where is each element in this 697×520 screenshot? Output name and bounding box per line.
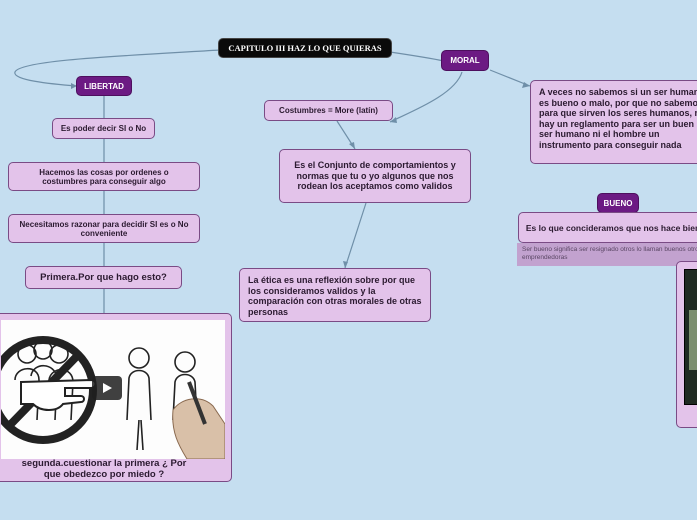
bueno-note-text: Ser bueno significa ser resignado otros … [522, 246, 697, 261]
libertad-label-node[interactable]: LIBERTAD [76, 76, 132, 96]
libertad-item-3-text: Necesitamos razonar para decidir SI es o… [19, 219, 189, 238]
bueno-definition-node[interactable]: Es lo que concideramos que nos hace bien [518, 212, 697, 243]
costumbres-text: Costumbres = More (latín) [279, 106, 378, 115]
video-caption-text: segunda.cuestionar la primera ¿ Por que … [21, 458, 187, 480]
conjunto-node[interactable]: Es el Conjunto de comportamientos y norm… [279, 149, 471, 203]
etica-text: La ética es una reflexión sobre por que … [248, 275, 422, 317]
libertad-item-2[interactable]: Hacemos las cosas por ordenes o costumbr… [8, 162, 200, 191]
play-button-icon[interactable] [92, 376, 122, 400]
video-caption: segunda.cuestionar la primera ¿ Por que … [19, 456, 189, 482]
libertad-item-2-text: Hacemos las cosas por ordenes o costumbr… [39, 167, 169, 186]
libertad-item-1-text: Es poder decir SI o No [60, 124, 147, 133]
play-triangle-icon [103, 383, 112, 393]
root-title: CAPITULO III HAZ LO QUE QUIERAS [228, 43, 382, 53]
libertad-item-3[interactable]: Necesitamos razonar para decidir SI es o… [8, 214, 200, 243]
bueno-note: Ser bueno significa ser resignado otros … [517, 243, 697, 266]
bueno-label: BUENO [603, 198, 633, 208]
moral-label: MORAL [450, 56, 480, 65]
libertad-item-4-text: Primera.Por que hago esto? [40, 272, 167, 283]
a-veces-text: A veces no sabemos si un ser humano es b… [539, 87, 697, 150]
libertad-item-1[interactable]: Es poder decir SI o No [52, 118, 155, 139]
image-content [689, 310, 697, 370]
moral-label-node[interactable]: MORAL [441, 50, 489, 71]
etica-node[interactable]: La ética es una reflexión sobre por que … [239, 268, 431, 322]
link-moral-aveces [489, 69, 531, 87]
libertad-item-4[interactable]: Primera.Por que hago esto? [25, 266, 182, 289]
bueno-image-node[interactable] [676, 261, 697, 428]
bueno-image[interactable] [684, 269, 697, 405]
link-root-libertad [14, 49, 221, 87]
link-moral-costumbres [389, 71, 463, 123]
costumbres-node[interactable]: Costumbres = More (latín) [264, 100, 393, 121]
a-veces-node[interactable]: A veces no sabemos si un ser humano es b… [530, 80, 697, 164]
video-node[interactable]: segunda.cuestionar la primera ¿ Por que … [0, 313, 232, 482]
conjunto-text: Es el Conjunto de comportamientos y norm… [294, 160, 456, 192]
video-thumbnail[interactable] [1, 320, 225, 459]
link-root-moral [389, 51, 445, 62]
libertad-label: LIBERTAD [84, 81, 124, 91]
bueno-definition-text: Es lo que concideramos que nos hace bien [525, 222, 697, 233]
root-title-node[interactable]: CAPITULO III HAZ LO QUE QUIERAS [218, 38, 392, 58]
bueno-label-node[interactable]: BUENO [597, 193, 639, 213]
link-conjunto-etica [344, 202, 367, 269]
